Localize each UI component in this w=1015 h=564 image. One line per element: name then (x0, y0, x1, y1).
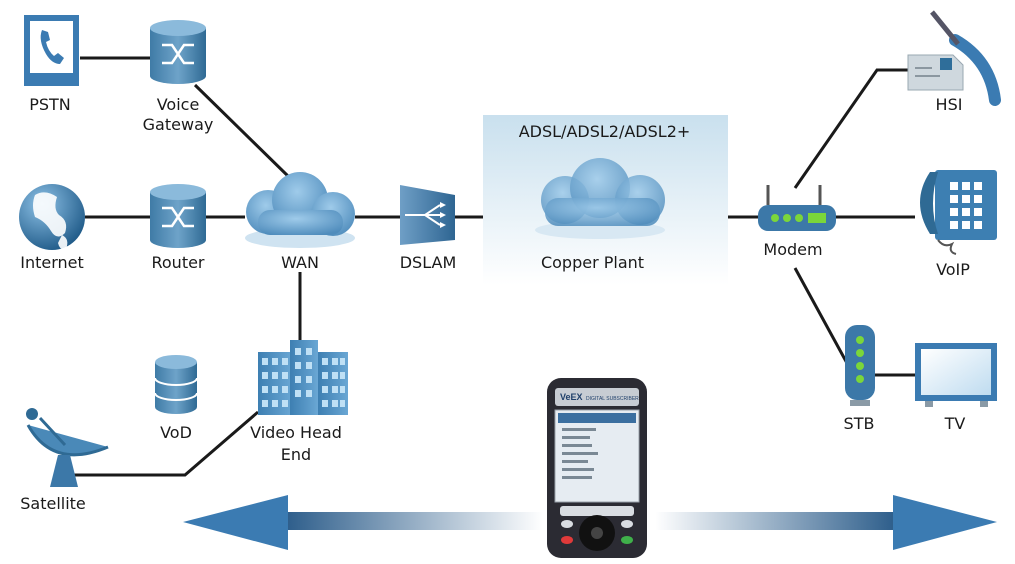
set-top-box-icon (845, 325, 875, 406)
line-modem-stb (793, 267, 850, 366)
label-adsl: ADSL/ADSL2/ADSL2+ (518, 122, 691, 141)
label-satellite: Satellite (20, 494, 86, 513)
tester-brand: VeEX (560, 392, 583, 402)
label-vod: VoD (160, 423, 192, 442)
line-satellite-headend (72, 410, 259, 477)
label-pstn: PSTN (29, 95, 71, 114)
line-modem-hsi (793, 68, 908, 189)
globe-icon (19, 184, 85, 250)
desk-phone-icon (920, 170, 997, 255)
label-voice-gateway: Voice Gateway (142, 95, 214, 134)
label-router: Router (151, 253, 205, 272)
label-copper-plant: Copper Plant (540, 253, 645, 272)
buildings-icon (258, 340, 348, 415)
label-dslam: DSLAM (399, 253, 457, 272)
label-hsi: HSI (935, 95, 963, 114)
label-voip: VoIP (936, 260, 970, 279)
modem-icon (758, 185, 836, 231)
label-tv: TV (944, 414, 966, 433)
phone-icon (24, 15, 79, 86)
line-gateway-wan (193, 83, 292, 180)
label-internet: Internet (20, 253, 84, 272)
cloud-icon (245, 172, 355, 248)
label-video-head-end: Video Head End (250, 423, 342, 464)
arrow-right-icon (655, 495, 997, 550)
arrow-left-icon (183, 495, 543, 550)
label-wan: WAN (281, 253, 319, 272)
handheld-tester-icon: VeEX DIGITAL SUBSCRIBER (547, 378, 647, 558)
label-stb: STB (843, 414, 875, 433)
connection-lines (72, 56, 915, 477)
cloud-icon (535, 158, 665, 239)
label-modem: Modem (763, 240, 823, 259)
router-icon (150, 184, 206, 248)
satellite-dish-icon (26, 408, 109, 487)
tester-model: DIGITAL SUBSCRIBER (586, 396, 639, 402)
tv-icon (915, 343, 997, 407)
dslam-icon (400, 185, 455, 245)
network-jack-icon (907, 10, 1001, 106)
database-icon (154, 355, 198, 414)
gateway-icon (150, 20, 206, 84)
